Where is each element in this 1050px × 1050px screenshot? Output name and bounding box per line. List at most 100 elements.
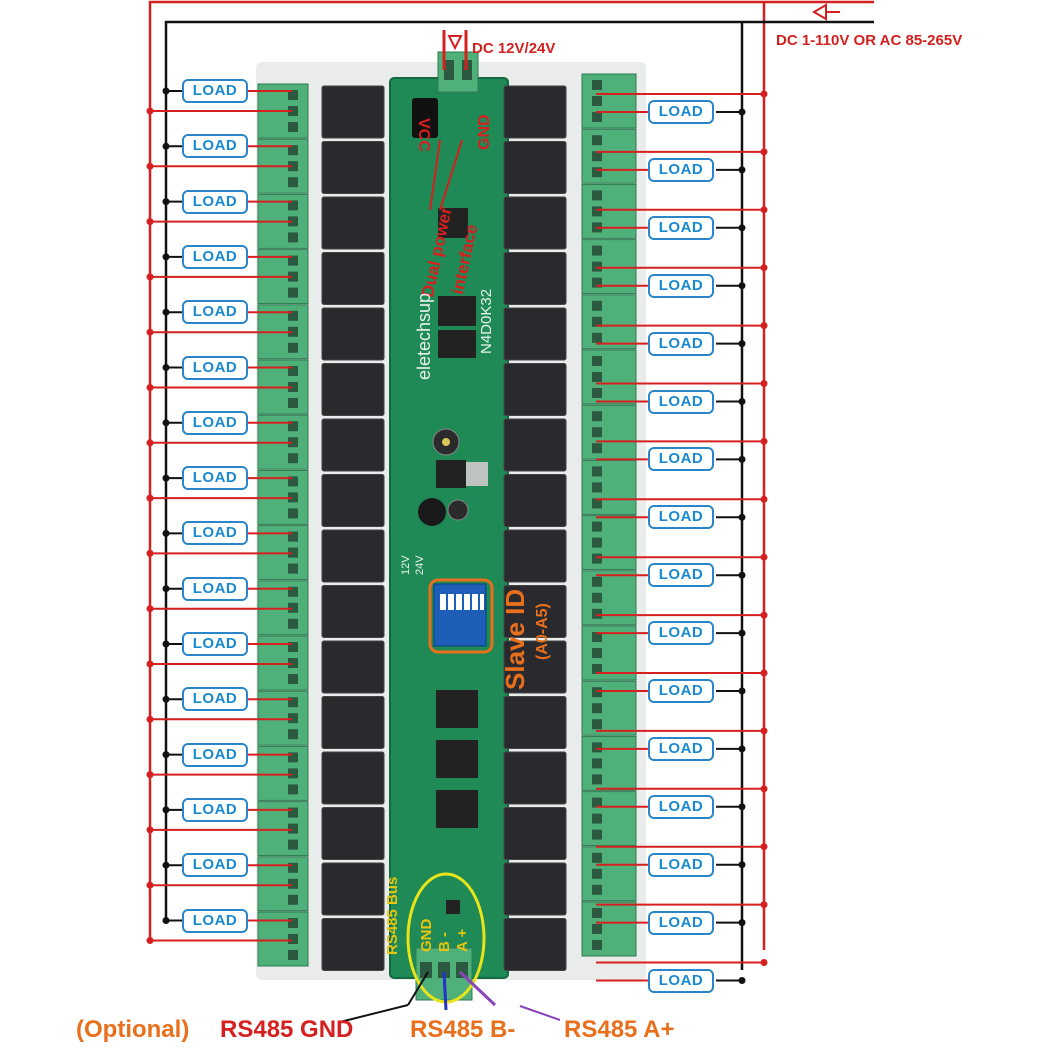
junction-dot (162, 861, 170, 869)
terminal-screw (288, 255, 298, 266)
voltage-12v: 12V (400, 555, 412, 575)
junction-dot (162, 640, 170, 648)
terminal-block (581, 239, 637, 295)
terminal-screw (288, 807, 298, 818)
terminal-screw (592, 316, 602, 327)
junction-dot (738, 398, 746, 405)
terminal-block (581, 404, 637, 460)
terminal-screw (592, 553, 602, 564)
junction-dot (738, 282, 746, 290)
junction-dot (146, 107, 154, 115)
relay (503, 696, 567, 749)
relay (503, 252, 567, 305)
terminal-screw (288, 713, 298, 724)
terminal-screw (592, 498, 602, 509)
relay (321, 529, 385, 583)
relay (321, 85, 385, 139)
terminal-screw (288, 894, 298, 905)
junction-dot (760, 669, 768, 677)
junction-dot (760, 959, 768, 966)
relay (321, 585, 385, 638)
gnd-label: GND (476, 114, 493, 150)
terminal-screw (288, 531, 298, 542)
relay (321, 918, 385, 971)
chip (436, 790, 478, 828)
terminal-block (581, 459, 637, 515)
brand-label: eletechsup (414, 292, 434, 380)
terminal-block (581, 515, 637, 571)
terminal-screw (288, 177, 298, 188)
terminal-screw (592, 648, 602, 658)
dip-switch (433, 583, 487, 647)
relay (321, 363, 385, 416)
terminal-screw (288, 752, 298, 763)
relay (321, 751, 385, 805)
load-left-15: LOAD (182, 853, 248, 878)
terminal-screw (592, 332, 602, 343)
load-left-6: LOAD (182, 355, 248, 380)
terminal-screw (592, 300, 602, 311)
slave-id-range: (A0-A5) (534, 603, 551, 660)
dual-power-pointer (429, 139, 441, 211)
terminal-screw (592, 372, 602, 382)
terminal-screw (592, 687, 602, 698)
terminal-screw (592, 356, 602, 366)
relay (503, 141, 567, 194)
junction-dot (146, 549, 154, 557)
load-right-12: LOAD (648, 736, 714, 761)
terminal-screw (592, 924, 602, 934)
terminal-screw (592, 277, 602, 288)
relay (503, 474, 567, 527)
load-right-15: LOAD (648, 910, 714, 935)
slave-id-highlight (428, 578, 494, 654)
load-left-16: LOAD (182, 908, 248, 933)
junction-dot (760, 437, 768, 445)
terminal-screw (592, 774, 602, 785)
terminal-screw (288, 492, 298, 503)
junction-dot (162, 585, 170, 593)
supply-wire-red (148, 0, 840, 940)
supply-arrow-head (812, 3, 827, 21)
relay-supply-label: DC 1-110V OR AC 85-265V (776, 32, 963, 49)
power-in-arrow-head (447, 35, 463, 51)
rs485-bus-label: RS485 Bus (384, 876, 401, 955)
relay (321, 307, 385, 361)
chip (436, 740, 478, 778)
model-label: N4D0K32 (478, 288, 495, 354)
junction-dot (162, 419, 170, 427)
chip (438, 296, 476, 326)
relay (503, 585, 567, 638)
junction-dot (162, 364, 170, 371)
junction-dot (738, 455, 746, 463)
terminal-screw (592, 703, 602, 714)
junction-dot (760, 785, 768, 793)
terminal-screw (288, 326, 298, 337)
terminal-screw (288, 145, 298, 156)
rs485-b-lead (442, 971, 448, 1011)
junction-dot (760, 264, 768, 272)
relay (321, 196, 385, 250)
load-right-7: LOAD (648, 447, 714, 472)
terminal-screw (288, 453, 298, 464)
junction-dot (760, 206, 768, 214)
junction-dot (162, 87, 170, 95)
regulator (436, 460, 466, 488)
chip (438, 330, 476, 358)
terminal-screw (592, 537, 602, 548)
junction-dot (162, 198, 170, 206)
load-left-3: LOAD (182, 189, 248, 214)
terminal-screw (592, 632, 602, 642)
terminal-screw (288, 398, 298, 408)
junction-dot (760, 727, 768, 735)
power-input-label: DC 12V/24V (472, 40, 556, 57)
terminal-screw (288, 382, 298, 392)
relay (503, 751, 567, 805)
junction-dot (738, 977, 746, 984)
terminal-screw (592, 443, 602, 454)
terminal-screw (592, 758, 602, 769)
terminal-screw (288, 90, 298, 100)
terminal-screw (592, 466, 602, 477)
terminal-screw (288, 476, 298, 487)
junction-dot (146, 771, 154, 779)
